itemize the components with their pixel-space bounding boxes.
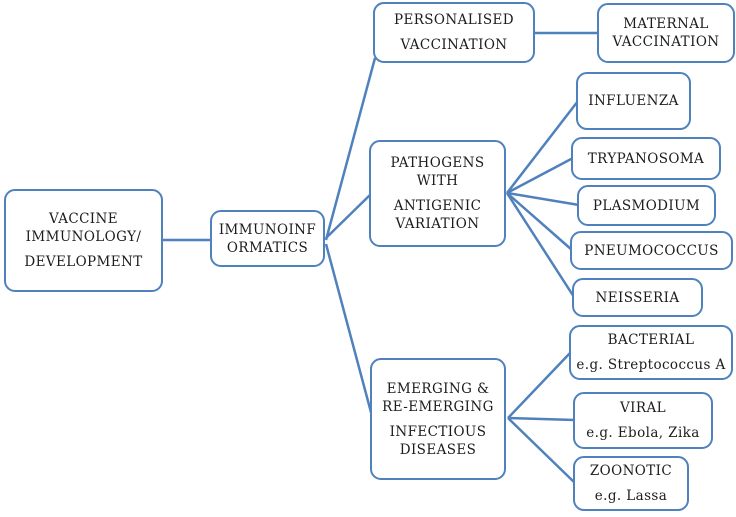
node-personalised-vaccination: PERSONALISED VACCINATION: [373, 2, 535, 63]
node-label-line: PLASMODIUM: [592, 197, 701, 214]
node-pneumococcus: PNEUMOCOCCUS: [570, 231, 733, 270]
node-zoonotic: ZOONOTIC e.g. Lassa: [573, 456, 689, 511]
connector-emerging-viral: [507, 416, 576, 422]
node-maternal-vaccination: MATERNAL VACCINATION: [597, 3, 735, 63]
node-plasmodium: PLASMODIUM: [577, 185, 716, 226]
connector-immunoinformatics-pathogens: [325, 193, 372, 239]
node-label-line: ZOONOTIC: [589, 463, 673, 479]
node-label-line: ANTIGENIC: [393, 198, 482, 214]
node-emerging-infectious-diseases: EMERGING & RE-EMERGING INFECTIOUS DISEAS…: [370, 358, 506, 480]
node-neisseria: NEISSERIA: [572, 278, 703, 317]
node-label-line: TRYPANOSOMA: [587, 150, 705, 167]
node-influenza: INFLUENZA: [576, 72, 691, 130]
node-label-line: MATERNAL: [623, 16, 709, 32]
node-label-line: NEISSERIA: [595, 289, 680, 306]
node-bacterial: BACTERIAL e.g. Streptococcus A: [569, 325, 733, 380]
node-vaccine-immunology-development: VACCINE IMMUNOLOGY/ DEVELOPMENT: [4, 189, 163, 292]
node-viral: VIRAL e.g. Ebola, Zika: [573, 392, 713, 449]
node-label-line: RE-EMERGING: [382, 398, 494, 415]
node-label-line: WITH: [416, 173, 459, 189]
node-label-line: VACCINATION: [400, 37, 508, 53]
node-label-line: VACCINE: [48, 211, 119, 227]
node-label-line: INFECTIOUS: [389, 423, 487, 440]
node-label-line: VACCINATION: [612, 34, 720, 50]
connector-immunoinformatics-emerging: [324, 243, 374, 417]
node-label-line: PNEUMOCOCCUS: [584, 242, 719, 259]
node-label-line: PERSONALISED: [393, 12, 514, 28]
connector-pathogens-influenza: [506, 100, 579, 194]
connector-pathogens-neisseria: [505, 192, 576, 298]
node-pathogens-antigenic-variation: PATHOGENS WITH ANTIGENIC VARIATION: [369, 140, 506, 247]
node-label-line: IMMUNOINF: [218, 221, 317, 238]
node-label-line: e.g. Streptococcus A: [576, 357, 726, 373]
connector-pathogens-plasmodium: [506, 191, 580, 207]
node-label-line: e.g. Lassa: [594, 488, 668, 504]
node-label-line: ORMATICS: [226, 239, 309, 256]
node-immunoinformatics: IMMUNOINF ORMATICS: [210, 210, 325, 267]
node-label-line: INFLUENZA: [588, 93, 679, 109]
node-label-line: EMERGING &: [386, 380, 490, 397]
node-label-line: PATHOGENS: [390, 155, 485, 171]
node-label-line: VARIATION: [395, 216, 480, 232]
connector-emerging-bacterial: [507, 351, 572, 419]
node-label-line: VIRAL: [620, 400, 666, 416]
connector-emerging-zoonotic: [507, 417, 576, 484]
node-label-line: DEVELOPMENT: [24, 254, 143, 270]
node-trypanosoma: TRYPANOSOMA: [571, 137, 721, 180]
node-label-line: DISEASES: [399, 441, 477, 458]
connector-pathogens-pneumococcus: [506, 192, 573, 251]
node-label-line: IMMUNOLOGY/: [25, 229, 142, 245]
connector-pathogens-trypanosoma: [506, 156, 574, 195]
node-label-line: BACTERIAL: [607, 332, 695, 348]
node-label-line: e.g. Ebola, Zika: [586, 425, 700, 441]
connector-immunoinformatics-personalised: [324, 57, 377, 241]
